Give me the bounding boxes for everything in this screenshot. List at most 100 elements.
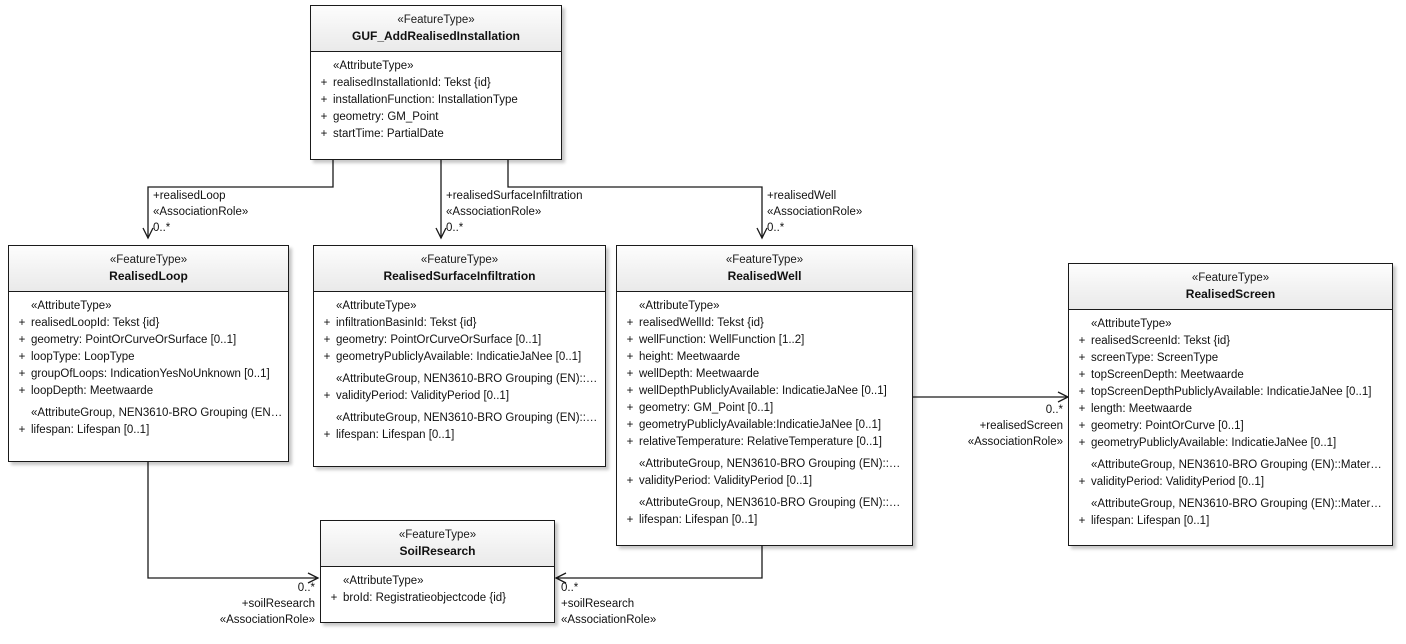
- class-box-realisedsurfaceinfiltration[interactable]: «FeatureType» RealisedSurfaceInfiltratio…: [313, 245, 606, 467]
- attribute-row: + realisedWellId: Tekst {id}: [621, 315, 908, 332]
- association-stereotype: «AssociationRole»: [446, 206, 542, 218]
- association-label-guf-realisedwell: +realisedWell «AssociationRole» 0..*: [767, 188, 862, 236]
- compartment-stereotype: «AttributeGroup, NEN3610-BRO Grouping (E…: [31, 407, 283, 419]
- attribute-text: geometry: PointOrCurveOrSurface [0..1]: [336, 334, 542, 346]
- attribute-row: + loopType: LoopType: [13, 349, 284, 366]
- attribute-text: geometryPubliclyAvailable: IndicatieJaNe…: [1091, 437, 1337, 449]
- attribute-text: geometry: GM_Point: [333, 111, 439, 123]
- visibility-marker: +: [626, 402, 634, 414]
- attribute-row: + validityPeriod: ValidityPeriod [0..1]: [621, 473, 908, 490]
- attribute-row: + startTime: PartialDate: [315, 126, 557, 143]
- attribute-text: lifespan: Lifespan [0..1]: [1091, 515, 1210, 527]
- association-label-guf-realisedsurfaceinfiltration: +realisedSurfaceInfiltration «Associatio…: [446, 188, 582, 236]
- visibility-marker: +: [1078, 369, 1086, 381]
- attribute-text: realisedScreenId: Tekst {id}: [1091, 335, 1231, 347]
- attribute-row: + lifespan: Lifespan [0..1]: [13, 422, 284, 439]
- visibility-marker: +: [626, 419, 634, 431]
- attribute-row: + wellFunction: WellFunction [1..2]: [621, 332, 908, 349]
- visibility-marker: +: [626, 514, 634, 526]
- attribute-text: geometry: PointOrCurve [0..1]: [1091, 420, 1244, 432]
- attribute-text: loopType: LoopType: [31, 351, 135, 363]
- class-stereotype: «FeatureType»: [1191, 272, 1270, 284]
- class-header: «FeatureType» RealisedScreen: [1069, 264, 1392, 310]
- visibility-marker: +: [1078, 476, 1086, 488]
- visibility-marker: +: [18, 368, 26, 380]
- class-name: GUF_AddRealisedInstallation: [351, 29, 521, 43]
- attribute-text: lifespan: Lifespan [0..1]: [31, 424, 150, 436]
- attribute-row: + geometryPubliclyAvailable: IndicatieJa…: [318, 349, 601, 366]
- visibility-marker: +: [320, 77, 328, 89]
- association-label-realisedloop-soilresearch: 0..* +soilResearch «AssociationRole»: [150, 580, 315, 628]
- attribute-text: groupOfLoops: IndicationYesNoUnknown [0.…: [31, 368, 270, 380]
- attribute-row: + geometry: PointOrCurve [0..1]: [1073, 418, 1388, 435]
- attribute-row: + installationFunction: InstallationType: [315, 92, 557, 109]
- association-stereotype: «AssociationRole»: [967, 436, 1063, 448]
- compartment-stereotype: «AttributeGroup, NEN3610-BRO Grouping (E…: [336, 412, 598, 424]
- visibility-marker: +: [1078, 403, 1086, 415]
- attribute-text: infiltrationBasinId: Tekst {id}: [336, 317, 477, 329]
- attribute-text: wellDepthPubliclyAvailable: IndicatieJaN…: [639, 385, 887, 397]
- association-stereotype: «AssociationRole»: [561, 614, 657, 626]
- attribute-row: + length: Meetwaarde: [1073, 401, 1388, 418]
- class-box-guf-addrealisedinstallation[interactable]: «FeatureType» GUF_AddRealisedInstallatio…: [310, 5, 562, 160]
- association-role-name: +soilResearch: [561, 598, 635, 610]
- attribute-text: screenType: ScreenType: [1091, 352, 1219, 364]
- connector-realisedloop-to-soilresearch: [147, 462, 320, 584]
- visibility-marker: +: [18, 351, 26, 363]
- compartment-stereotype: «AttributeGroup, NEN3610-BRO Grouping (E…: [1091, 498, 1382, 510]
- class-box-realisedloop[interactable]: «FeatureType» RealisedLoop «AttributeTyp…: [8, 245, 289, 462]
- visibility-marker: +: [626, 334, 634, 346]
- class-name: RealisedLoop: [109, 269, 188, 283]
- association-stereotype: «AssociationRole»: [767, 206, 863, 218]
- visibility-marker: +: [626, 475, 634, 487]
- class-body: «AttributeType» + realisedScreenId: Teks…: [1069, 310, 1392, 537]
- association-role-name: +realisedScreen: [979, 420, 1063, 432]
- attribute-text: geometry: PointOrCurveOrSurface [0..1]: [31, 334, 237, 346]
- visibility-marker: +: [323, 429, 331, 441]
- association-role-name: +realisedWell: [767, 190, 837, 202]
- attribute-row: + infiltrationBasinId: Tekst {id}: [318, 315, 601, 332]
- class-header: «FeatureType» SoilResearch: [321, 521, 554, 567]
- attribute-row: + height: Meetwaarde: [621, 349, 908, 366]
- visibility-marker: +: [323, 317, 331, 329]
- compartment-stereotype: «AttributeGroup, NEN3610-BRO Grouping (E…: [1091, 459, 1382, 471]
- class-box-realisedwell[interactable]: «FeatureType» RealisedWell «AttributeTyp…: [616, 245, 913, 546]
- class-box-realisedscreen[interactable]: «FeatureType» RealisedScreen «AttributeT…: [1068, 263, 1393, 546]
- visibility-marker: +: [1078, 335, 1086, 347]
- attribute-text: height: Meetwaarde: [639, 351, 741, 363]
- attribute-row: + loopDepth: Meetwaarde: [13, 383, 284, 400]
- visibility-marker: +: [323, 390, 331, 402]
- class-name: SoilResearch: [399, 544, 476, 558]
- attribute-row: + geometry: PointOrCurveOrSurface [0..1]: [318, 332, 601, 349]
- compartment-stereotype: «AttributeType»: [333, 60, 414, 72]
- association-multiplicity: 0..*: [767, 222, 785, 234]
- class-stereotype: «FeatureType»: [420, 254, 499, 266]
- attribute-row: + lifespan: Lifespan [0..1]: [621, 512, 908, 529]
- class-box-soilresearch[interactable]: «FeatureType» SoilResearch «AttributeTyp…: [320, 520, 555, 623]
- class-header: «FeatureType» GUF_AddRealisedInstallatio…: [311, 6, 561, 52]
- attribute-row: + lifespan: Lifespan [0..1]: [318, 427, 601, 444]
- class-body: «AttributeType» + broId: Registratieobje…: [321, 567, 554, 614]
- class-name: RealisedWell: [727, 269, 802, 283]
- compartment-stereotype: «AttributeType»: [31, 300, 112, 312]
- attribute-text: length: Meetwaarde: [1091, 403, 1193, 415]
- attribute-row: + topScreenDepthPubliclyAvailable: Indic…: [1073, 384, 1388, 401]
- association-label-realisedwell-realisedscreen: 0..* +realisedScreen «AssociationRole»: [915, 402, 1063, 450]
- attribute-row: + lifespan: Lifespan [0..1]: [1073, 513, 1388, 530]
- visibility-marker: +: [626, 368, 634, 380]
- attribute-text: realisedInstallationId: Tekst {id}: [333, 77, 491, 89]
- attribute-text: realisedLoopId: Tekst {id}: [31, 317, 160, 329]
- attribute-row: + validityPeriod: ValidityPeriod [0..1]: [318, 388, 601, 405]
- visibility-marker: +: [18, 424, 26, 436]
- attribute-row: + geometry: GM_Point [0..1]: [621, 400, 908, 417]
- visibility-marker: +: [320, 111, 328, 123]
- association-multiplicity: 0..*: [297, 582, 315, 594]
- attribute-row: + geometry: GM_Point: [315, 109, 557, 126]
- association-stereotype: «AssociationRole»: [219, 614, 315, 626]
- class-header: «FeatureType» RealisedWell: [617, 246, 912, 292]
- attribute-text: validityPeriod: ValidityPeriod [0..1]: [1091, 476, 1265, 488]
- attribute-text: geometryPubliclyAvailable:IndicatieJaNee…: [639, 419, 882, 431]
- visibility-marker: +: [626, 385, 634, 397]
- attribute-text: lifespan: Lifespan [0..1]: [336, 429, 455, 441]
- class-body: «AttributeType» + realisedWellId: Tekst …: [617, 292, 912, 536]
